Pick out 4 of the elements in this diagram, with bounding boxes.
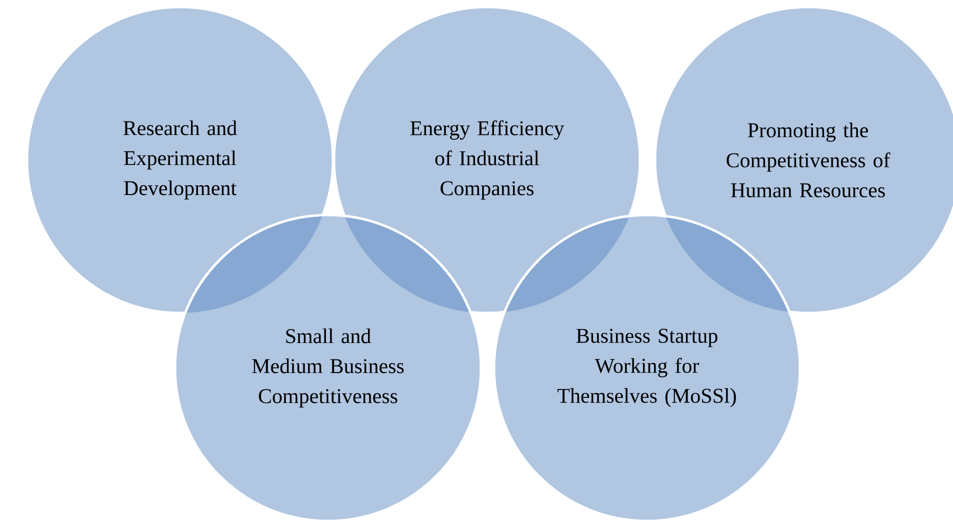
circle-node: Business Startup Working for Themselves (MoSSl) (492, 214, 802, 522)
node-label: Small and Medium Business Competitiveness (252, 328, 404, 408)
node-label: Business Startup Working for Themselves (MoSSl) (558, 328, 736, 408)
node-label: Energy Efficiency of Industrial Companies (410, 120, 564, 200)
